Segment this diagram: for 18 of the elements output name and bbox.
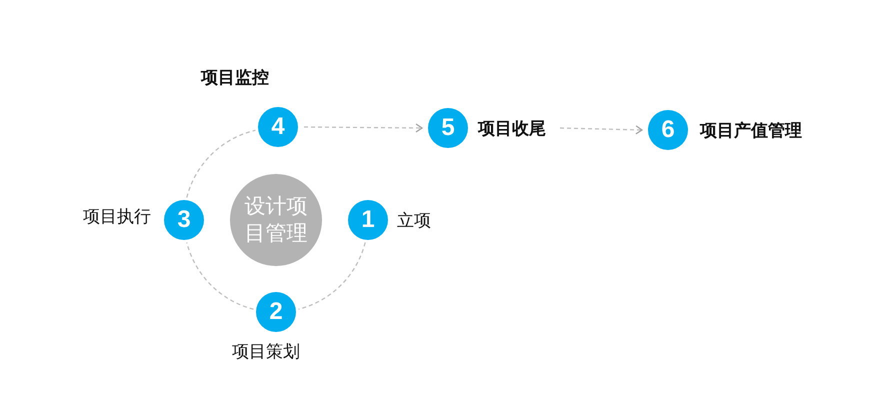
step-label: 项目产值管理 [700, 120, 802, 142]
dashed-arc [186, 130, 256, 198]
step-number-circle: 3 [164, 200, 204, 240]
step-label: 项目收尾 [478, 118, 546, 140]
dashed-arrow [304, 123, 423, 133]
dashed-arrow [560, 125, 643, 134]
dashed-arc [298, 242, 366, 310]
step-label: 项目监控 [201, 67, 269, 89]
step-number-circle: 5 [428, 108, 468, 148]
center-circle: 设计项目管理 [230, 174, 322, 266]
step-number-circle: 6 [648, 110, 688, 150]
step-number-circle: 2 [256, 292, 296, 332]
step-number-circle: 1 [348, 200, 388, 240]
step-number-circle: 4 [258, 107, 298, 147]
step-label: 项目执行 [83, 206, 151, 228]
step-label: 立项 [397, 210, 431, 232]
dashed-arc [186, 242, 254, 310]
step-label: 项目策划 [232, 341, 300, 363]
